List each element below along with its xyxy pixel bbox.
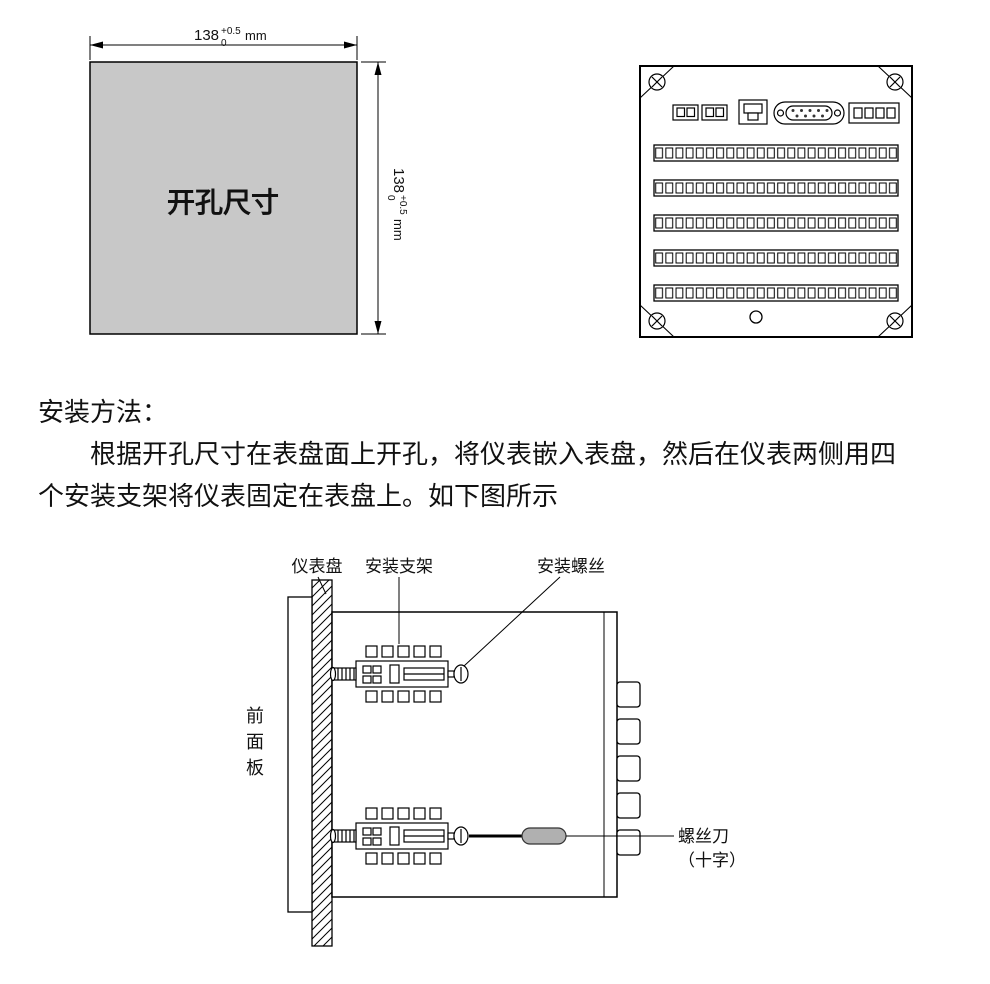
bracket-label: 安装支架 — [365, 557, 433, 576]
corner-screw-icon — [886, 312, 904, 330]
corner-screw-icon — [648, 73, 666, 91]
dim-tol-lower: 0 — [385, 195, 396, 201]
terminal-strip — [653, 249, 899, 267]
instructions-heading: 安装方法： — [38, 398, 169, 427]
dim-tol-upper: +0.5 — [221, 26, 241, 37]
rear-connectors — [672, 99, 900, 125]
db9-port-icon — [773, 101, 845, 125]
dim-tol-upper: +0.5 — [397, 195, 408, 215]
dim-unit: mm — [391, 219, 406, 241]
dim-unit: mm — [245, 28, 267, 43]
rear-terminal-bumps — [616, 681, 641, 856]
front-bezel — [287, 596, 313, 913]
terminal-strip — [653, 179, 899, 197]
dimension-top-label: 138 +0.5 0 mm — [194, 26, 267, 49]
terminal-strip — [653, 214, 899, 232]
dim-tol-lower: 0 — [221, 38, 227, 49]
corner-screw-icon — [886, 73, 904, 91]
dimension-top — [89, 36, 358, 60]
rear-view-diagram — [639, 65, 913, 338]
panel-label: 仪表盘 — [292, 557, 343, 576]
terminal-strip — [653, 284, 899, 302]
leader-lines — [317, 576, 674, 837]
installation-instructions: 安装方法： 根据开孔尺寸在表盘面上开孔，将仪表嵌入表盘，然后在仪表两侧用四个安装… — [38, 392, 943, 518]
mounting-hole — [749, 310, 763, 324]
connector-small-2 — [701, 104, 728, 121]
installation-diagram: 仪表盘 安装支架 安装螺丝 螺丝刀 （十字） — [287, 557, 746, 947]
top-diagrams: 开孔尺寸 138 +0.5 0 mm — [89, 26, 913, 338]
terminal-connector-icon — [848, 102, 900, 124]
terminal-strips — [653, 144, 899, 302]
connector-small-1 — [672, 104, 699, 121]
rj45-port-icon — [738, 99, 768, 125]
corner-screw-icon — [648, 312, 666, 330]
front-panel-label: 前面板 — [244, 706, 264, 784]
dim-value: 138 — [194, 27, 219, 44]
cutout-square — [89, 61, 358, 335]
screwdriver-handle — [521, 827, 567, 845]
cutout-diagram: 开孔尺寸 138 +0.5 0 mm — [89, 26, 408, 335]
dimension-right-label: 138 +0.5 0 mm — [385, 168, 408, 241]
screw-label: 安装螺丝 — [537, 557, 605, 576]
terminal-strip — [653, 144, 899, 162]
screwdriver — [469, 827, 567, 845]
cutout-label: 开孔尺寸 — [167, 187, 279, 219]
panel-wall — [311, 579, 333, 947]
dim-value: 138 — [390, 168, 407, 193]
instructions-body: 根据开孔尺寸在表盘面上开孔，将仪表嵌入表盘，然后在仪表两侧用四个安装支架将仪表固… — [38, 440, 897, 511]
screwdriver-label-line1: 螺丝刀 — [678, 827, 729, 846]
screwdriver-label-line2: （十字） — [678, 851, 746, 870]
dimension-right — [361, 61, 386, 335]
